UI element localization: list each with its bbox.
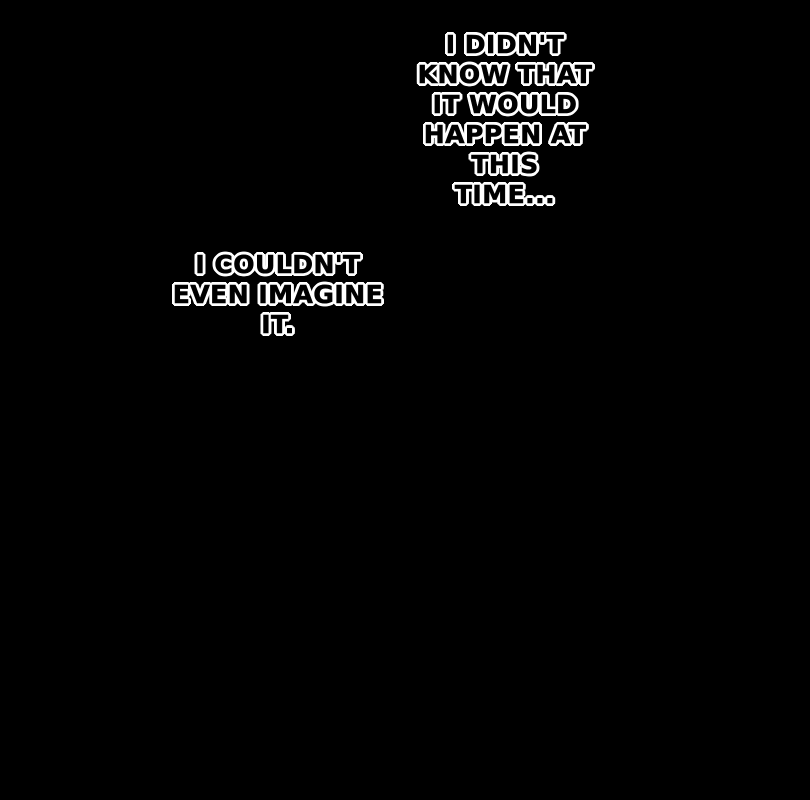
caption-bubble-1: I DIDN'T KNOW THAT IT WOULD HAPPEN AT TH… — [400, 30, 610, 210]
caption-bubble-2: I COULDN'T EVEN IMAGINE IT. — [160, 250, 396, 340]
caption-1-line-6: TIME... — [454, 180, 556, 210]
caption-2-line-1: I COULDN'T — [195, 250, 361, 280]
caption-1-line-3: IT WOULD — [432, 90, 578, 120]
caption-2-line-2: EVEN IMAGINE — [172, 280, 384, 310]
caption-1-line-2: KNOW THAT — [417, 60, 593, 90]
caption-1-line-4: HAPPEN AT — [423, 120, 587, 150]
caption-1-line-1: I DIDN'T — [445, 30, 565, 60]
caption-1-line-5: THIS — [471, 150, 539, 180]
caption-2-line-3: IT. — [261, 310, 295, 340]
